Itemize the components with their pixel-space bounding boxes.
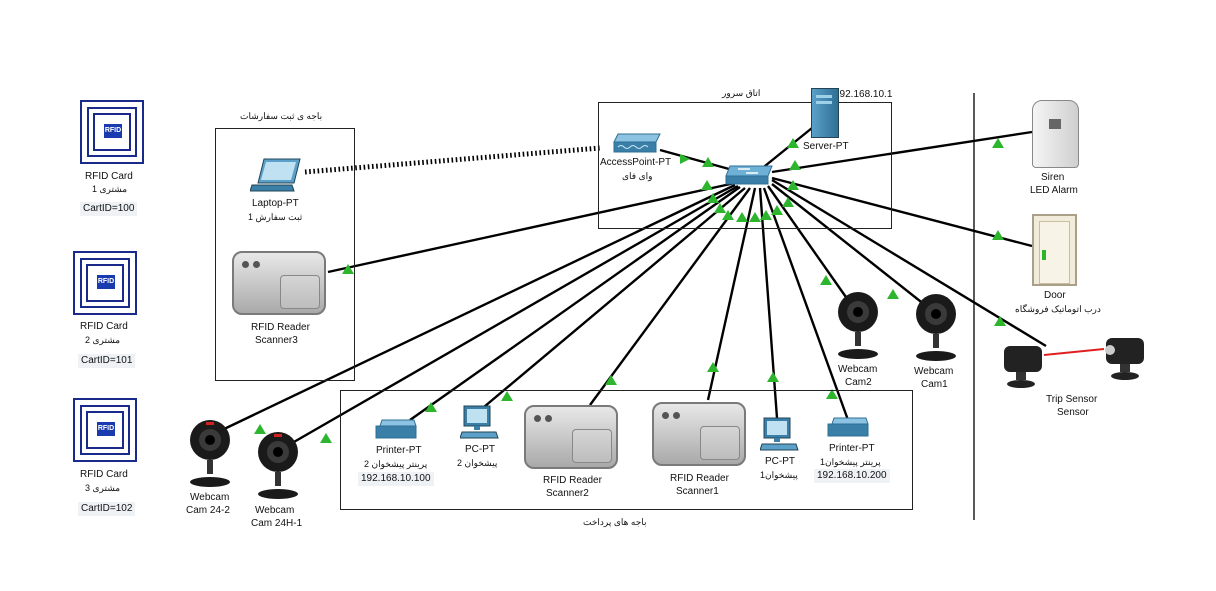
webcam-cam1-icon[interactable] <box>914 292 958 362</box>
door-sub: درب اتوماتیک فروشگاه <box>1015 304 1101 314</box>
card-2-name: RFID Card <box>80 321 128 332</box>
printer-2-icon[interactable] <box>374 418 418 442</box>
rfid-reader-scanner1-icon[interactable] <box>652 402 746 466</box>
order-booth-box <box>215 128 355 381</box>
card-3-owner: مشتری 3 <box>85 483 121 493</box>
webcam-24h-1-sub: Cam 24H-1 <box>251 518 303 529</box>
pc-1-sub: پیشخوان1 <box>760 470 798 480</box>
siren-icon[interactable] <box>1032 100 1079 168</box>
scanner2-name: RFID Reader <box>543 475 602 486</box>
webcam-24h-1-name: Webcam <box>255 505 295 516</box>
webcam-24-2-sub: Cam 24-2 <box>186 505 230 516</box>
link-webcam-cam1 <box>771 183 926 306</box>
wireless-link <box>304 145 601 175</box>
card-3-name: RFID Card <box>80 469 128 480</box>
rfid-chip-label: RFID <box>104 124 122 138</box>
card-3-id: CartID=102 <box>78 502 136 516</box>
card-1-owner: مشتری 1 <box>92 184 128 194</box>
rfid-reader-scanner2-icon[interactable] <box>524 405 618 469</box>
link-server <box>759 127 813 171</box>
webcam-24-2-name: Webcam <box>190 492 230 503</box>
trip-sensor-name: Trip Sensor <box>1046 394 1098 405</box>
rfid-card-2-icon[interactable]: RFID <box>73 251 137 315</box>
webcam-24-2-icon[interactable] <box>188 418 232 488</box>
trip-sensor-receiver-icon[interactable] <box>1102 334 1146 382</box>
laptop-sub: ثبت سفارش 1 <box>248 212 303 222</box>
link-webcam-24-2 <box>221 183 736 432</box>
card-1-id: CartID=100 <box>80 202 138 216</box>
access-point-sub: وای فای <box>622 171 653 181</box>
link-printer1 <box>762 187 850 421</box>
webcam-cam2-name: Webcam <box>838 364 878 375</box>
order-booth-label: باجه ی ثبت سفارشات <box>240 111 323 121</box>
rfid-reader-scanner3-icon[interactable] <box>232 251 326 315</box>
printer-1-name: Printer-PT <box>829 443 875 454</box>
link-webcam-cam2 <box>767 185 849 301</box>
siren-name: Siren <box>1041 172 1065 183</box>
door-icon[interactable] <box>1032 214 1077 286</box>
card-2-id: CartID=101 <box>78 354 136 368</box>
webcam-cam2-sub: Cam2 <box>845 377 872 388</box>
printer-1-icon[interactable] <box>826 416 870 440</box>
scanner1-name: RFID Reader <box>670 473 729 484</box>
link-door <box>771 176 1033 248</box>
link-scanner1 <box>706 187 757 401</box>
payment-booths-label: باجه های پرداخت <box>583 517 647 527</box>
rfid-chip-label: RFID <box>97 422 115 436</box>
access-point-name: AccessPoint-PT <box>600 157 672 168</box>
card-2-owner: مشتری 2 <box>85 335 121 345</box>
scanner3-sub: Scanner3 <box>255 335 298 346</box>
pc-2-icon[interactable] <box>459 404 500 442</box>
server-name: Server-PT <box>803 141 849 152</box>
pc-2-sub: پیشخوان 2 <box>457 458 498 468</box>
trip-sensor-sub: Sensor <box>1057 407 1089 418</box>
link-status-indicators <box>254 138 1006 443</box>
server-room-label: اتاق سرور <box>720 87 763 99</box>
webcam-cam1-sub: Cam1 <box>921 379 948 390</box>
scanner3-name: RFID Reader <box>251 322 310 333</box>
webcam-cam1-name: Webcam <box>914 366 954 377</box>
printer-2-name: Printer-PT <box>376 445 422 456</box>
switch-icon[interactable] <box>724 164 774 186</box>
pc-2-name: PC-PT <box>465 444 495 455</box>
rfid-chip-label: RFID <box>97 275 115 289</box>
webcam-24h-1-icon[interactable] <box>256 430 300 500</box>
rfid-card-1-icon[interactable]: RFID <box>80 100 144 164</box>
printer-1-sub: پرینتر پیشخوان1 <box>820 457 881 467</box>
printer-2-ip: 192.168.10.100 <box>358 472 434 486</box>
printer-1-ip: 192.168.10.200 <box>814 469 890 483</box>
siren-sub: LED Alarm <box>1030 185 1078 196</box>
pc-1-icon[interactable] <box>759 416 800 454</box>
link-scanner3 <box>327 181 736 274</box>
rfid-card-3-icon[interactable]: RFID <box>73 398 137 462</box>
link-scanner2 <box>589 187 751 406</box>
laser-beam <box>1043 348 1105 356</box>
link-siren <box>771 130 1033 174</box>
payment-booths-box <box>340 390 913 510</box>
card-1-name: RFID Card <box>85 171 133 182</box>
access-point-icon[interactable] <box>612 132 662 154</box>
link-pc2 <box>477 187 746 413</box>
scanner2-sub: Scanner2 <box>546 488 589 499</box>
printer-2-sub: پرینتر پیشخوان 2 <box>364 459 428 469</box>
door-name: Door <box>1044 290 1066 301</box>
link-access-point <box>659 148 741 174</box>
server-room-box <box>598 102 892 229</box>
server-ip: 192.168.10.1 <box>832 89 895 101</box>
laptop-name: Laptop-PT <box>252 198 299 209</box>
laptop-icon[interactable] <box>249 157 302 195</box>
link-printer2 <box>409 186 741 421</box>
trip-sensor-emitter-icon[interactable] <box>1002 342 1046 390</box>
scanner1-sub: Scanner1 <box>676 486 719 497</box>
link-webcam-24h-1 <box>279 184 739 452</box>
server-icon[interactable] <box>811 88 839 138</box>
webcam-cam2-icon[interactable] <box>836 290 880 360</box>
pc-1-name: PC-PT <box>765 456 795 467</box>
